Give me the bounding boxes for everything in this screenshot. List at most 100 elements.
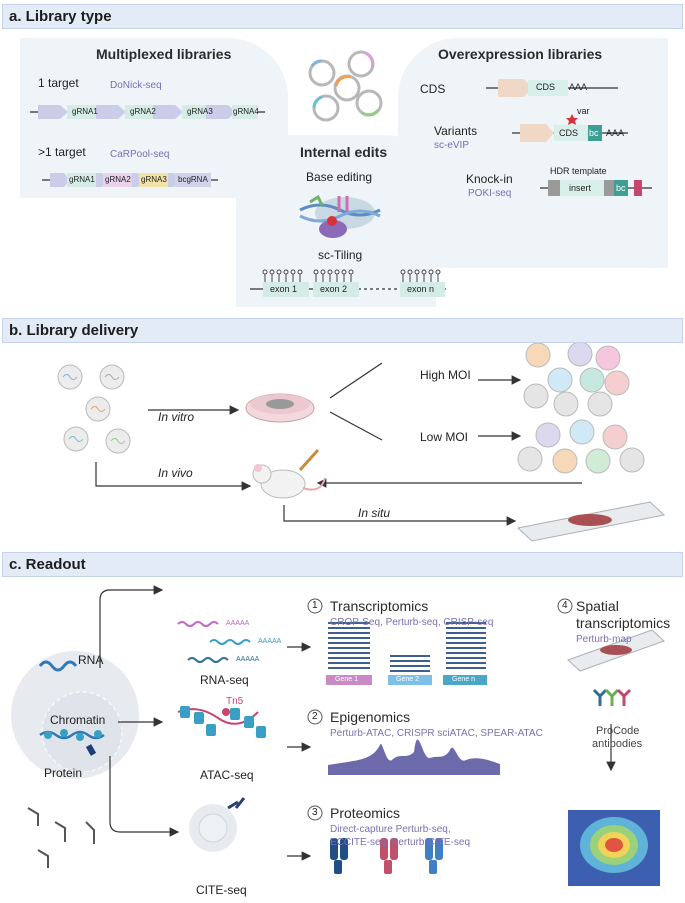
insert-label: insert [569,183,592,193]
donick-construct [30,105,265,119]
cds-box-label: CDS [559,128,579,138]
sc-tiling-label: sc-Tiling [318,248,363,262]
mouse-icon [252,448,326,499]
section-a-header: a. Library type [2,4,683,29]
chromatin-label: Chromatin [50,713,106,727]
procode-label: antibodies [592,738,643,750]
procode-label: ProCode [596,725,640,737]
carpool-seq-label: CaRPool-seq [110,149,170,160]
proteomics-title: Proteomics [330,805,401,821]
grna-label: bcgRNA [178,175,208,184]
atac-seq-label: ATAC-seq [200,768,254,782]
grna-label: gRNA2 [105,175,131,184]
base-editing-label: Base editing [306,170,373,184]
cite-seq-label: CITE-seq [196,883,247,897]
overexpression-title: Overexpression libraries [438,46,603,62]
grna-label: gRNA1 [69,175,95,184]
variant-construct [512,114,628,142]
knockin-label: Knock-in [466,172,513,186]
polya-label: AAA [606,128,625,138]
spatial-title: Spatial [576,598,619,614]
petri-dish [245,393,315,423]
rna-seq-reads [177,621,251,663]
tn5-label: Tn5 [226,696,244,707]
overexpression-panel-bg [398,38,668,268]
sc-evip-label: sc-eVIP [434,140,470,151]
section-b-header: b. Library delivery [2,318,683,343]
hdr-template-label: HDR template [550,166,607,176]
section-a-title: a. Library type [9,8,112,25]
rna-label: RNA [78,653,104,667]
perturb-map-label: Perturb-map [576,634,632,645]
gene-label: Gene 1 [335,676,358,683]
section-c-header: c. Readout [2,552,683,577]
polya-label: AAA [569,82,588,92]
section-c-title: c. Readout [9,556,86,573]
low-moi-label: Low MOI [420,430,469,444]
exon-label: exon 2 [320,284,348,294]
atac-peaks [328,739,500,775]
multiplexed-title: Multiplexed libraries [96,46,232,62]
tissue-slide [516,501,666,542]
protein-label: Protein [44,766,83,780]
epigenomics-title: Epigenomics [330,709,411,725]
grna-label: gRNA1 [72,107,98,116]
var-label: var [577,106,590,116]
cds-construct [486,79,618,97]
item-number: 1 [312,600,318,611]
proteomics-methods: Direct-capture Perturb-seq, [330,824,451,835]
readout-arrows [99,585,616,861]
internal-edits-title: Internal edits [300,144,388,160]
procode-antibodies [592,688,632,706]
gene-label: Gene 2 [396,676,419,683]
cds-box-label: CDS [536,82,556,92]
cds-label: CDS [420,82,446,96]
polya-tail-label: AAAAA [258,638,282,645]
protein-tags [330,838,443,874]
polya-tail-label: AAAAA [226,620,250,627]
item-number: 3 [312,807,318,818]
polya-tail-label: AAAAA [236,656,260,663]
in-situ-label: In situ [358,506,391,520]
low-moi-cells [517,419,645,474]
item-number: 2 [312,711,318,722]
atac-chromatin [177,706,266,738]
cite-seq-icons [27,797,246,868]
in-vivo-label: In vivo [158,466,193,480]
spatial-slide [567,629,665,672]
grna-label: gRNA3 [141,175,167,184]
virus-particles [57,364,131,454]
item-number: 4 [562,600,568,611]
gene-label: Gene n [452,676,475,683]
spatial-heatmap [568,810,660,886]
multi-target-label: >1 target [38,145,86,159]
bc-label: bc [589,128,599,138]
bc-label: bc [616,183,626,193]
transcriptomics-methods: CROP-Seq, Perturb-seq, CRISP-seq [330,617,494,628]
sc-tiling-construct [250,269,446,297]
one-target-label: 1 target [38,76,79,90]
in-vitro-label: In vitro [158,410,195,424]
spatial-title: transcriptomics [576,615,671,631]
number-circles [307,598,573,821]
donick-seq-label: DoNick-seq [110,80,162,91]
base-editor-icon [299,194,381,238]
grna-label: gRNA4 [233,107,259,116]
rna-seq-label: RNA-seq [200,673,249,687]
epigenomics-methods: Perturb-ATAC, CRISPR sciATAC, SPEAR-ATAC [330,728,543,739]
variants-label: Variants [434,124,478,138]
exon-label: exon n [407,284,435,294]
carpool-construct [42,173,218,187]
transcriptomics-title: Transcriptomics [330,598,429,614]
plasmid-icons [308,50,383,122]
high-moi-cells [523,341,630,417]
grna-label: gRNA3 [187,107,213,116]
knockin-construct [540,180,652,196]
exon-label: exon 1 [270,284,298,294]
cell-diagram [11,651,139,779]
proteomics-methods: ECCITE-seq, Perturb-CITE-seq [330,837,471,848]
high-moi-label: High MOI [420,368,471,382]
poki-seq-label: POKI-seq [468,188,512,199]
gene-reads [326,622,487,685]
